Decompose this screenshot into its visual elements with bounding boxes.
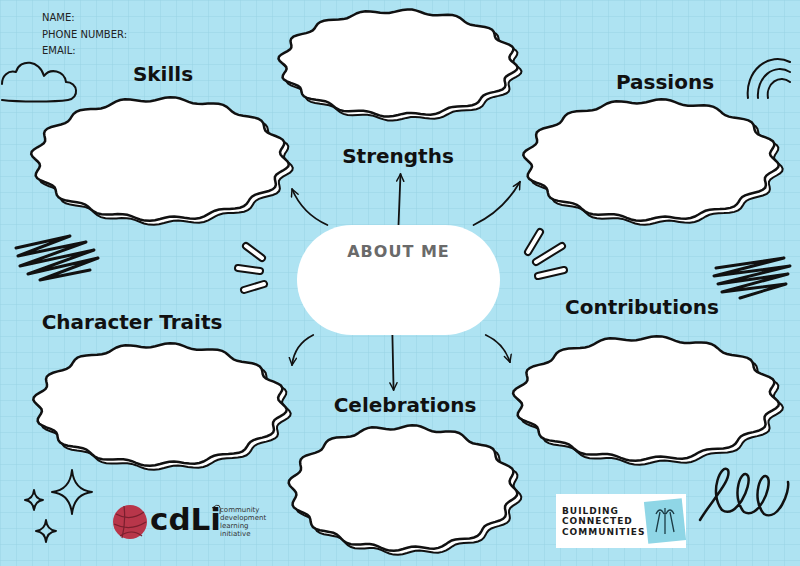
star-small (25, 490, 43, 510)
center-pill: ABOUT ME (297, 225, 500, 335)
bcc-logo-panel (556, 494, 686, 548)
rainbow-doodle (748, 59, 790, 98)
scribble-left (16, 236, 98, 280)
cloud-heading: Skills (31, 62, 295, 86)
cdli-yarn-ball (113, 505, 147, 539)
star-small (36, 520, 56, 542)
cloud-box: Skills (28, 58, 292, 226)
bcc-logo-icon (644, 498, 686, 544)
cloud-box: Passions (520, 68, 782, 226)
connector-arrow (399, 174, 401, 225)
connector-arrow (474, 182, 520, 225)
form-field-label: NAME: (42, 12, 75, 24)
logo-subtitle: community development learning initiativ… (220, 506, 276, 538)
cloud-box: Contributions (510, 293, 782, 466)
cloud-heading: Passions (534, 70, 796, 94)
cloud-heading: Celebrations (287, 393, 523, 417)
loops-doodle (700, 469, 788, 520)
connector-arrow (292, 189, 327, 225)
cloud-main (513, 336, 779, 461)
cloud-outline (510, 331, 782, 466)
form-field-label: PHONE NUMBER: (42, 29, 127, 41)
burst-right (528, 232, 564, 276)
cloud-outline (275, 4, 521, 122)
cloud-outline (285, 420, 521, 556)
cloud-main (31, 97, 289, 221)
cloud-main (289, 425, 518, 551)
scribble-right (714, 258, 790, 298)
cloud-doodle (2, 63, 76, 102)
cloud-box: Strengths (275, 4, 521, 174)
cloud-heading: Character Traits (0, 310, 267, 334)
connector-arrow (486, 335, 510, 362)
connector-arrow (292, 335, 313, 365)
logo-wordmark: cdLi (150, 502, 221, 538)
burst-left (238, 246, 264, 290)
cloud-main (523, 99, 778, 221)
cloud-heading: Contributions (506, 295, 778, 319)
cloud-box: Character Traits (22, 308, 292, 471)
cloud-heading: Strengths (275, 144, 521, 168)
connector-arrow (392, 335, 393, 390)
center-title: ABOUT ME (297, 242, 500, 261)
cloud-outline (28, 92, 292, 226)
cloud-box: Celebrations (285, 390, 521, 556)
form-field-label: EMAIL: (42, 45, 76, 57)
star-large (52, 470, 92, 514)
cloud-outline (30, 338, 290, 471)
cloud-main (279, 9, 518, 116)
logo-wordmark: BUILDING CONNECTED COMMUNITIES (562, 506, 644, 537)
cloud-outline (520, 94, 782, 226)
cloud-main (33, 343, 286, 466)
